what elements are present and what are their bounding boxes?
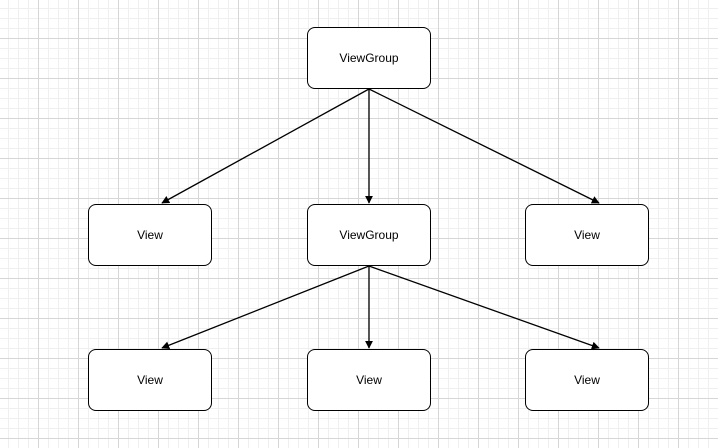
edge-arrow-l1_mid-to-l2_right: [368, 265, 600, 350]
node-label: View: [356, 373, 382, 387]
view-node-level2-middle[interactable]: View: [307, 349, 431, 411]
edge-arrow-root-to-l1_left: [161, 88, 370, 204]
node-label: ViewGroup: [339, 51, 399, 65]
view-node-level1-right[interactable]: View: [525, 204, 649, 266]
edge-group: [161, 88, 600, 350]
node-label: View: [574, 373, 600, 387]
view-node-level1-left[interactable]: View: [88, 204, 212, 266]
edge-arrow-l1_mid-to-l2_left: [161, 265, 370, 350]
view-node-level2-right[interactable]: View: [525, 349, 649, 411]
node-label: View: [137, 373, 163, 387]
node-label: ViewGroup: [339, 228, 399, 242]
node-label: View: [137, 228, 163, 242]
node-label: View: [574, 228, 600, 242]
view-node-level2-left[interactable]: View: [88, 349, 212, 411]
edge-arrow-root-to-l1_right: [368, 88, 600, 204]
viewgroup-node-level1-middle[interactable]: ViewGroup: [307, 204, 431, 266]
viewgroup-root-node[interactable]: ViewGroup: [307, 27, 431, 89]
